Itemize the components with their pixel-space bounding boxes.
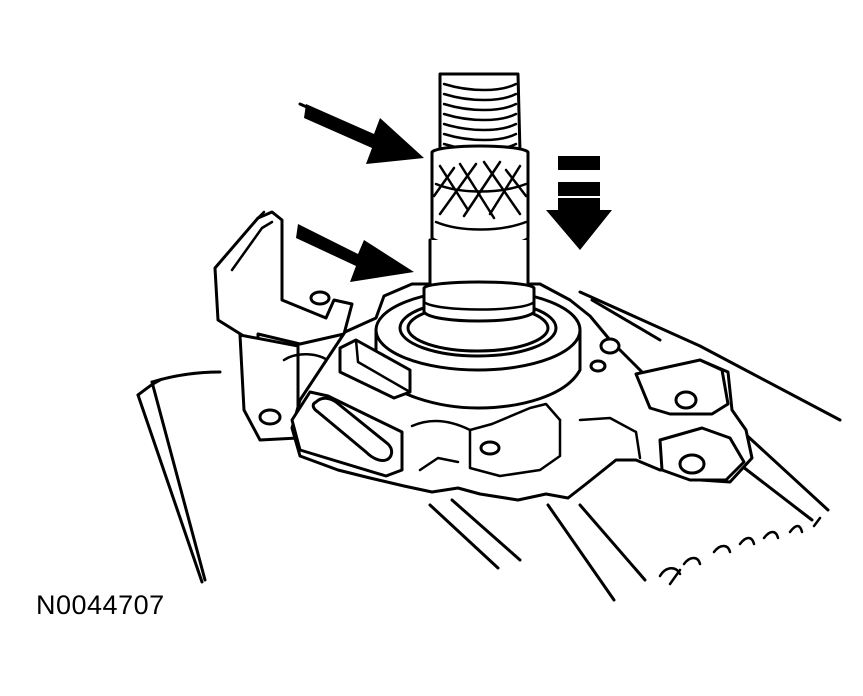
figure-reference-code: N0044707 xyxy=(36,590,165,620)
knurled-sleeve-pattern xyxy=(432,160,528,231)
segmented-arrow-down xyxy=(546,156,612,250)
solid-arrow-lower xyxy=(296,224,414,282)
steering-shaft xyxy=(422,72,536,323)
mounting-bracket xyxy=(213,210,354,442)
trim-marks xyxy=(658,516,822,586)
solid-arrow-upper xyxy=(298,102,424,164)
